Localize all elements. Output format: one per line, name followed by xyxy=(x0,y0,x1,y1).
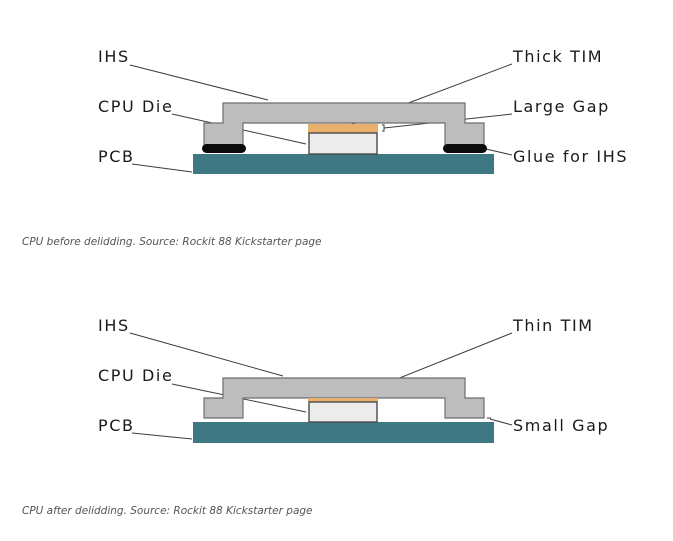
before-delid-diagram: IHS CPU Die PCB Thick TIM Large Gap Glue… xyxy=(0,0,673,268)
cpu-die-label: CPU Die xyxy=(98,97,174,116)
cpu-die-label: CPU Die xyxy=(98,366,174,385)
glue-leader-line xyxy=(485,148,513,156)
after-delid-illustration xyxy=(129,332,513,443)
glue-label: Glue for IHS xyxy=(513,147,629,166)
glue-left xyxy=(202,144,246,153)
pcb-label: PCB xyxy=(98,147,135,166)
before-delid-illustration xyxy=(129,63,513,174)
pcb-board xyxy=(193,422,494,443)
after-delid-diagram: IHS CPU Die PCB Thin TIM Small Gap CPU a… xyxy=(0,268,673,541)
ihs-leader-line xyxy=(129,64,269,101)
before-delid-caption: CPU before delidding. Source: Rockit 88 … xyxy=(22,236,322,248)
gap-bracket xyxy=(382,124,385,132)
pcb-leader-line xyxy=(131,432,193,440)
after-delid-caption: CPU after delidding. Source: Rockit 88 K… xyxy=(22,505,313,517)
pcb-label: PCB xyxy=(98,416,135,435)
cpu-die xyxy=(308,132,378,155)
ihs-lid xyxy=(203,102,485,146)
tim-layer xyxy=(308,124,378,133)
tim-layer xyxy=(308,398,378,402)
gap-label: Large Gap xyxy=(513,97,610,116)
glue-right xyxy=(443,144,487,153)
gap-label: Small Gap xyxy=(513,416,610,435)
pcb-leader-line xyxy=(131,163,193,173)
tim-label: Thin TIM xyxy=(513,316,594,335)
gap-leader-line xyxy=(489,418,513,426)
tim-label: Thick TIM xyxy=(513,47,604,66)
ihs-label: IHS xyxy=(98,47,130,66)
ihs-label: IHS xyxy=(98,316,130,335)
ihs-leader-line xyxy=(129,332,284,377)
cpu-die xyxy=(308,401,378,423)
pcb-board xyxy=(193,154,494,174)
